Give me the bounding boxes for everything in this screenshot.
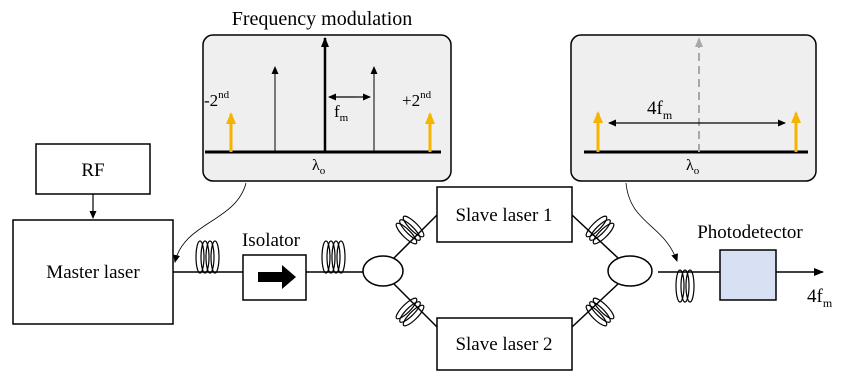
rf-label: RF (81, 160, 104, 181)
fiber-coil-2 (321, 240, 346, 274)
fiber-coil-lower-right (585, 297, 615, 327)
lambda-label-left: λo (312, 157, 326, 177)
minus-second-order-label: -2nd (204, 89, 230, 110)
callout-arrow-left (173, 182, 247, 263)
photodetector-block (719, 249, 777, 301)
photodetector-label: Photodetector (697, 222, 803, 243)
right-spectrum-panel: 4fm λo (570, 34, 817, 182)
rf-block (35, 143, 151, 195)
fm-label: fm (334, 102, 349, 124)
plus-second-order-label: +2nd (402, 89, 432, 110)
isolator-label: Isolator (242, 230, 301, 251)
branch-upper-right (571, 214, 619, 259)
slave-laser-2-block (436, 317, 573, 371)
fiber-coil-upper-left (395, 215, 425, 245)
spacing-label: 4fm (647, 98, 673, 122)
isolator-arrow-icon (258, 265, 296, 289)
splitter-coupler (362, 255, 404, 287)
slave-laser-1-block (436, 186, 573, 243)
output-label: 4fm (807, 286, 833, 310)
branch-lower-right (571, 283, 619, 328)
fiber-coil-lower-left (395, 297, 425, 327)
spectrum-title: Frequency modulation (232, 8, 413, 30)
lambda-label-right: λo (686, 157, 700, 177)
fiber-coil-output (675, 269, 695, 303)
fiber-coil-upper-right (585, 215, 615, 245)
branch-upper-left (393, 214, 438, 259)
combiner-coupler (607, 255, 653, 287)
slave-laser-2-label: Slave laser 2 (455, 334, 552, 355)
callout-arrow-right (625, 182, 678, 262)
branch-lower-left (393, 283, 438, 328)
fiber-coil-1 (195, 240, 220, 274)
master-laser-label: Master laser (46, 262, 140, 283)
slave-laser-1-label: Slave laser 1 (455, 205, 552, 226)
isolator-block (242, 254, 307, 301)
left-spectrum-panel: -2nd +2nd fm λo (202, 34, 452, 182)
